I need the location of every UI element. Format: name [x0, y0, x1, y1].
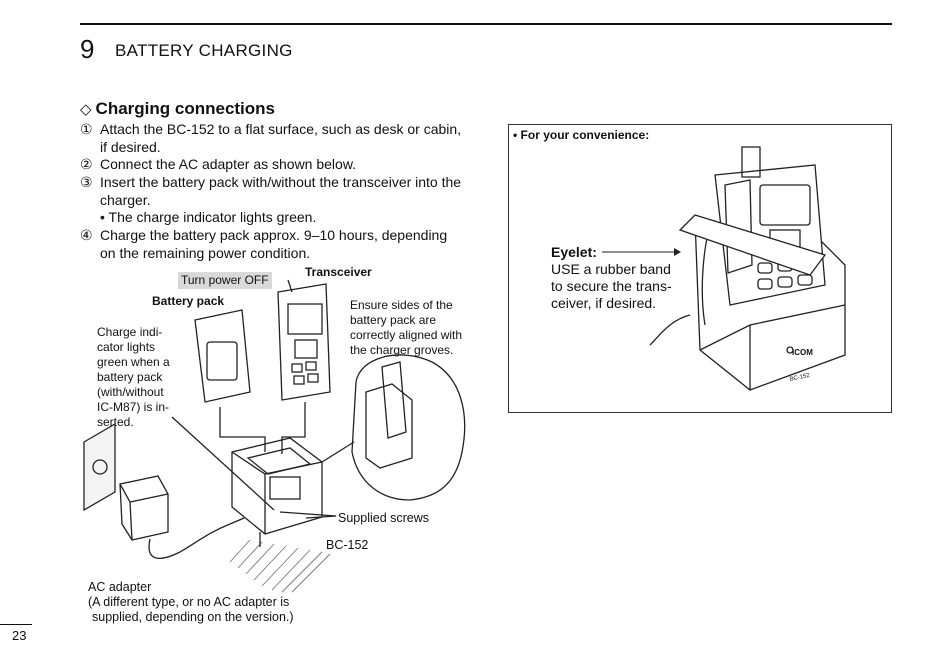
charge-indicator-line: Charge indi- [97, 325, 163, 339]
eyelet-description: USE a rubber band to secure the trans- c… [551, 261, 672, 312]
step-number: ④ [80, 227, 93, 243]
charge-indicator-line: IC-M87) is in- [97, 400, 170, 414]
device-brand-text: ICOM [792, 348, 813, 357]
bc152-label: BC-152 [326, 538, 369, 552]
ac-adapter-line: supplied, depending on the version.) [92, 610, 294, 624]
supplied-screws-label: Supplied screws [338, 511, 430, 525]
ac-adapter-note: AC adapter (A different type, or no AC a… [88, 580, 294, 625]
eyelet-text-line: ceiver, if desired. [551, 295, 657, 311]
ensure-sides-note: Ensure sides of the battery pack are cor… [350, 298, 463, 358]
charge-indicator-line: serted. [97, 415, 134, 429]
eyelet-text-line: USE a rubber band [551, 261, 671, 277]
step-text: Insert the battery pack with/without the… [100, 174, 462, 190]
charge-indicator-note: Charge indi- cator lights green when a b… [97, 325, 177, 430]
header-rule [80, 23, 892, 25]
eyelet-arrow [602, 248, 681, 256]
ac-adapter-line: (A different type, or no AC adapter is [88, 595, 290, 609]
ac-adapter-line: AC adapter [88, 580, 152, 594]
transceiver-label: Transceiver [305, 265, 372, 279]
page-number: 23 [12, 628, 27, 643]
step-text: Attach the BC-152 to a flat surface, suc… [100, 121, 462, 137]
convenience-box [508, 124, 892, 413]
ensure-sides-line: Ensure sides of the [350, 298, 453, 312]
battery-pack-label: Battery pack [152, 294, 225, 308]
eyelet-illustration: ICOM BC-152 [649, 146, 846, 391]
charge-indicator-line: battery pack [97, 370, 163, 384]
section-title-text: Charging connections [95, 99, 276, 118]
step-4: ④ Charge the battery pack approx. 9–10 ho… [80, 226, 470, 262]
ensure-sides-line: correctly aligned with [350, 328, 463, 342]
convenience-heading: • For your convenience: [513, 128, 650, 142]
step-text-continued: if desired. [100, 139, 161, 155]
device-model-text: BC-152 [789, 373, 811, 383]
turn-power-off-label: Turn power OFF [178, 272, 272, 289]
step-text-continued: on the remaining power condition. [100, 245, 311, 261]
step-text: Charge the battery pack approx. 9–10 hou… [100, 227, 448, 243]
ensure-sides-line: the charger groves. [350, 343, 454, 357]
chapter-number: 9 [80, 34, 95, 64]
step-text-continued: charger. [100, 192, 151, 208]
eyelet-label: Eyelet: [551, 244, 597, 260]
eyelet-text-line: to secure the trans- [551, 278, 672, 294]
step-number: ① [80, 121, 93, 137]
step-text: Connect the AC adapter as shown below. [100, 156, 357, 172]
footer-rule [0, 624, 32, 625]
step-1: ① Attach the BC-152 to a flat surface, su… [80, 120, 470, 156]
charge-indicator-line: green when a [97, 355, 170, 369]
step-3: ③ Insert the battery pack with/without th… [80, 173, 470, 209]
diamond-icon: ◇ [80, 101, 92, 118]
section-title: ◇Charging connections [80, 99, 275, 119]
ensure-sides-line: battery pack are [350, 313, 437, 327]
step-2: ② Connect the AC adapter as shown below. [80, 155, 470, 173]
chapter-title: BATTERY CHARGING [115, 41, 293, 60]
charge-indicator-line: cator lights [97, 340, 156, 354]
step-number: ③ [80, 174, 93, 190]
step-3-note: • The charge indicator lights green. [100, 209, 317, 225]
step-number: ② [80, 156, 93, 172]
charging-diagram [83, 279, 466, 593]
charge-indicator-line: (with/without [97, 385, 164, 399]
